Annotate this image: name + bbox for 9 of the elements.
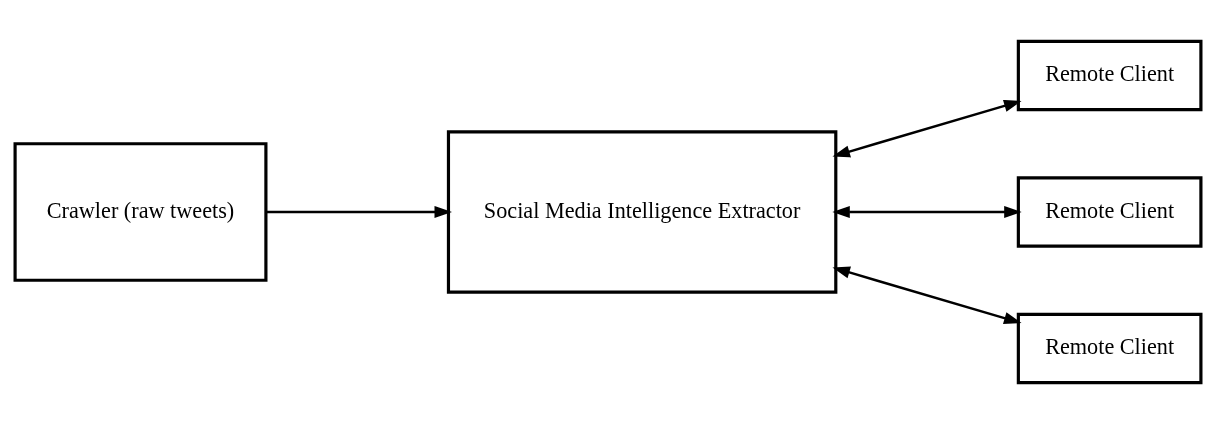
node-box: Remote Client xyxy=(1016,175,1203,248)
node-box: Remote Client xyxy=(1016,312,1203,384)
node-box: Remote Client xyxy=(1016,39,1203,111)
arrow xyxy=(832,205,1022,218)
node-box: Crawler (raw tweets) xyxy=(13,141,268,282)
arrow xyxy=(832,266,1022,324)
node-box: Social Media Intelligence Extractor xyxy=(446,129,838,294)
arrow xyxy=(832,99,1022,157)
arrow xyxy=(265,205,452,218)
